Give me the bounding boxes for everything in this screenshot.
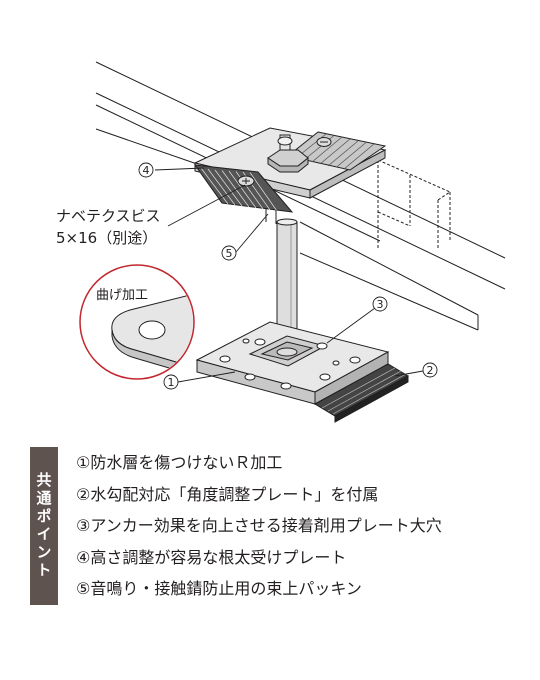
hidden-lines — [377, 159, 451, 250]
marker-1: 1 — [163, 374, 179, 390]
marker-3: 3 — [372, 296, 388, 312]
screw-icon — [237, 137, 332, 187]
common-points-tab: 共通ポイント — [30, 447, 58, 605]
point-item-3: ③アンカー効果を向上させる接着剤用プレート大穴 — [76, 516, 442, 535]
packing-serration — [193, 164, 294, 213]
points-list: ①防水層を傷つけないＲ加工 ②水勾配対応「角度調整プレート」を付属 ③アンカー効… — [76, 447, 526, 605]
product-diagram: 4 5 3 1 2 ナベテクスビス 5×16（別途） 曲げ加工 — [56, 61, 506, 423]
leader-lines — [154, 167, 424, 383]
point-item-4: ④高さ調整が容易な根太受けプレート — [76, 547, 347, 567]
svg-text:4: 4 — [143, 164, 150, 177]
marker-5: 5 — [221, 245, 237, 261]
svg-text:5: 5 — [226, 247, 233, 260]
base-plate — [195, 321, 390, 405]
svg-text:1: 1 — [168, 376, 175, 389]
screw-callout-line1: ナベテクスビス — [56, 207, 161, 225]
common-points-label: 共通ポイント — [34, 472, 53, 580]
marker-2: 2 — [422, 362, 438, 378]
svg-text:2: 2 — [427, 364, 434, 377]
svg-text:3: 3 — [377, 298, 384, 311]
screw-callout-line2: 5×16（別途） — [56, 229, 157, 247]
angle-adjust-plate — [313, 363, 410, 423]
marker-4: 4 — [138, 162, 154, 178]
point-item-5: ⑤音鳴り・接触錆防止用の束上パッキン — [76, 579, 362, 598]
plate-strip — [265, 208, 277, 224]
bend-detail-circle — [79, 264, 195, 380]
bend-label: 曲げ加工 — [96, 288, 148, 303]
bolt-nut-icon — [267, 134, 309, 173]
point-item-1: ①防水層を傷つけないＲ加工 — [76, 453, 283, 472]
point-item-2: ②水勾配対応「角度調整プレート」を付属 — [76, 484, 379, 504]
